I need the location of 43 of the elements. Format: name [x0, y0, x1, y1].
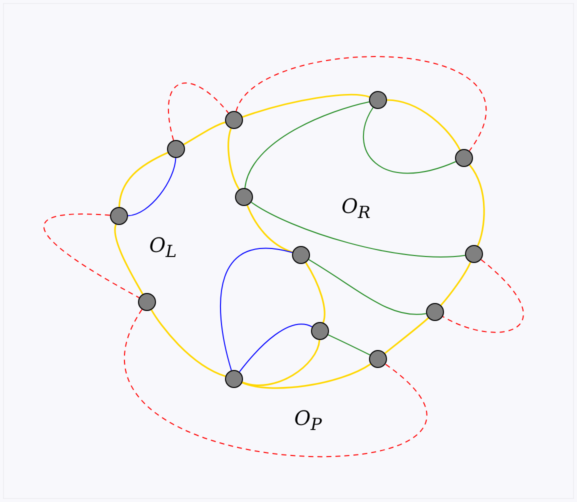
graph-edge — [128, 158, 176, 216]
graph-edge — [124, 308, 427, 457]
graph-edge — [220, 248, 293, 371]
vertex-circle — [138, 293, 156, 311]
vertex-circle — [225, 370, 243, 388]
graph-edge — [250, 202, 466, 258]
graph-edge — [242, 363, 371, 389]
region-label: O$_{R}$ — [342, 196, 370, 222]
vertex-circle — [369, 91, 387, 109]
graph-edge — [228, 128, 240, 190]
graph-edge — [442, 259, 524, 333]
graph-edge — [305, 262, 326, 323]
graph-edge — [183, 122, 226, 146]
graph-edge — [440, 262, 472, 306]
graph-edge — [362, 107, 456, 174]
graph-edge — [242, 340, 320, 386]
region-label: O$_{P}$ — [294, 408, 322, 434]
vertex-circle — [225, 111, 243, 129]
graph-edge — [244, 101, 370, 189]
graph-edge — [386, 99, 461, 150]
graph-edge — [150, 309, 226, 378]
vertex-circle — [235, 188, 253, 206]
graph-edge — [384, 317, 429, 354]
vertex-circle — [110, 207, 128, 225]
graph-edge — [114, 224, 144, 294]
graph-edge — [246, 205, 293, 253]
vertex-circle — [369, 350, 387, 368]
graph-edge — [308, 259, 427, 315]
graph-edge — [118, 152, 168, 208]
graph-edge — [236, 56, 486, 152]
graph-edge — [238, 324, 313, 372]
graph-edge — [242, 94, 370, 118]
graph-edge — [44, 214, 140, 298]
region-label: O$_{L}$ — [149, 235, 177, 261]
vertex-circle — [292, 246, 310, 264]
vertex-circle — [465, 245, 483, 263]
graph-edge — [328, 334, 370, 356]
vertex-circle — [455, 149, 473, 167]
graph-edge — [469, 164, 485, 246]
vertex-circle — [426, 303, 444, 321]
graph-edge — [168, 82, 229, 141]
vertex-circle — [167, 140, 185, 158]
vertex-circle — [311, 322, 329, 340]
